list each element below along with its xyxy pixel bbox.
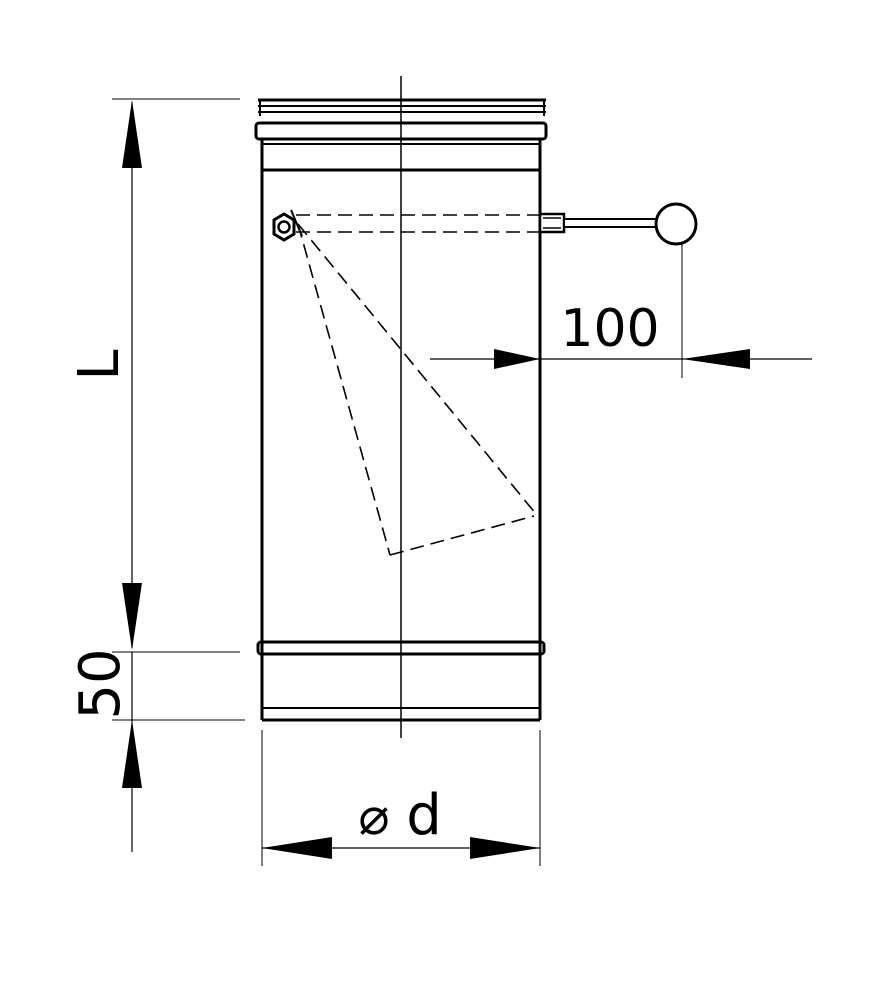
damper-flap bbox=[296, 214, 540, 556]
arrowhead-right bbox=[494, 349, 540, 369]
dimension-socket: 50 bbox=[68, 648, 245, 852]
arrowhead-down bbox=[122, 583, 142, 650]
dimension-diameter: ⌀ d bbox=[261, 730, 541, 866]
dimension-diameter-label: d bbox=[406, 783, 442, 848]
lower-sleeve bbox=[256, 640, 546, 722]
dimension-handle-offset: 100 bbox=[430, 244, 812, 378]
damper-pivot-icon bbox=[272, 209, 303, 242]
arrowhead-right bbox=[470, 837, 540, 859]
arrowhead-up bbox=[122, 100, 142, 168]
upper-sleeve bbox=[254, 98, 548, 172]
arrowhead-left bbox=[682, 349, 750, 369]
diameter-symbol: ⌀ bbox=[358, 787, 389, 847]
dimension-length-label: L bbox=[67, 349, 132, 380]
pipe-body bbox=[260, 170, 542, 720]
arrowhead-down bbox=[122, 720, 142, 788]
dimension-socket-label: 50 bbox=[68, 648, 133, 719]
arrowhead-left bbox=[262, 837, 332, 859]
dimension-length: L bbox=[67, 98, 240, 653]
dimension-handle-offset-label: 100 bbox=[560, 299, 659, 359]
damper-handle bbox=[538, 202, 698, 246]
